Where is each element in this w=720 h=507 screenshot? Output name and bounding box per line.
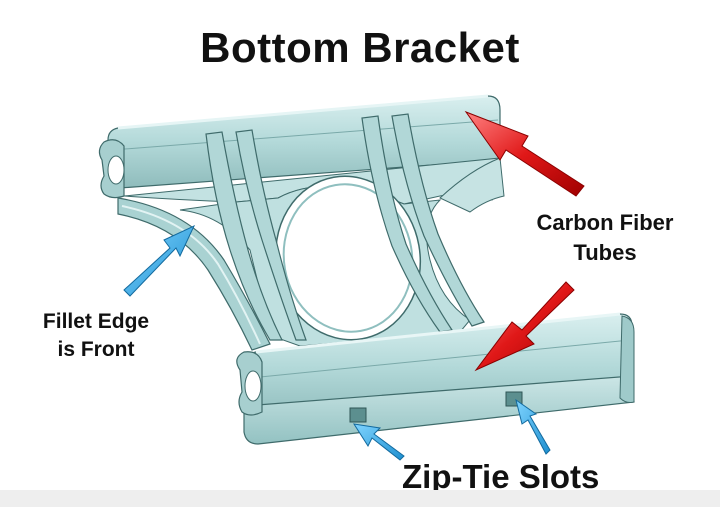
fillet-label-line1: Fillet Edge [42,310,150,333]
carbon-fiber-tubes-label: Carbon Fiber Tubes [500,208,710,268]
red-arrow-front-tube [474,281,575,372]
carbon-fiber-label-line1: Carbon Fiber [536,210,674,235]
carbon-fiber-label-line2: Tubes [573,240,637,265]
blue-arrows [123,224,551,461]
blue-arrow-slot-right [515,398,551,455]
blue-arrow-fillet [123,224,196,297]
fillet-label-line2: is Front [57,338,135,361]
red-arrow-back-tube [464,110,585,197]
zip-tie-slot-left [349,407,367,423]
bottom-strip [0,490,720,507]
red-arrows [464,110,585,372]
zip-tie-slots-label: Zip-Tie Slots [402,458,600,495]
diagram-title: Bottom Bracket [200,24,520,71]
right-end-block [439,157,505,213]
front-carbon-tube-holder [236,312,635,445]
fillet-edge-label: Fillet Edge is Front [6,308,186,364]
blue-arrow-slot-left [352,423,405,461]
support-ribs [205,113,485,341]
